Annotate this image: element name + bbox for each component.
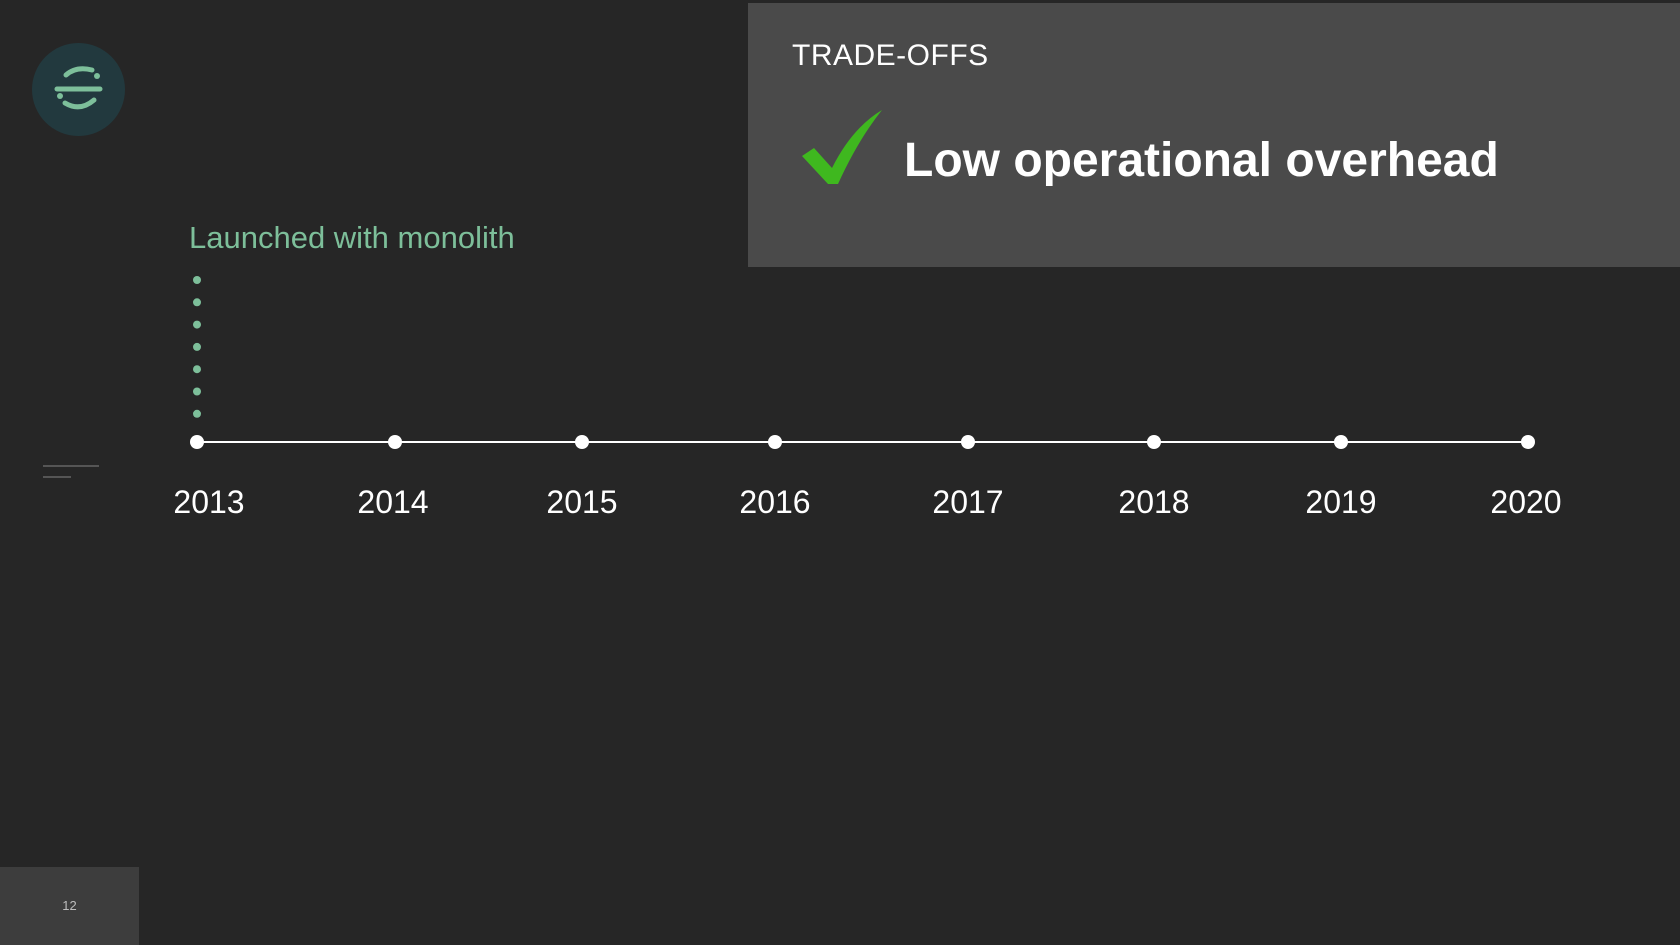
timeline-marker-2019 xyxy=(1334,435,1348,449)
page-number: 12 xyxy=(62,898,77,913)
brand-logo-icon xyxy=(32,43,125,136)
connector-dot xyxy=(193,342,201,351)
year-label-2019: 2019 xyxy=(1305,484,1377,520)
year-label-2018: 2018 xyxy=(1118,484,1190,520)
connector-dot xyxy=(193,365,201,374)
check-mark-icon xyxy=(800,106,886,193)
timeline-marker-2020 xyxy=(1521,435,1535,449)
connector-dot xyxy=(193,276,201,284)
connector-dot xyxy=(193,409,201,418)
connector-dot xyxy=(193,298,201,307)
year-label-2015: 2015 xyxy=(546,484,618,520)
timeline-marker-2015 xyxy=(575,435,589,449)
timeline-marker-2013 xyxy=(190,435,204,449)
year-label-2016: 2016 xyxy=(739,484,811,520)
page-number-box: 12 xyxy=(0,867,139,945)
connector-dot xyxy=(193,387,201,396)
timeline-annotation: Launched with monolith xyxy=(189,220,515,255)
timeline-marker-2017 xyxy=(961,435,975,449)
tradeoffs-callout: TRADE-OFFS Low operational overhead xyxy=(748,3,1680,267)
year-label-2020: 2020 xyxy=(1490,484,1562,520)
callout-text: Low operational overhead xyxy=(904,134,1499,187)
timeline-marker-2016 xyxy=(768,435,782,449)
timeline-marker-2018 xyxy=(1147,435,1161,449)
annotation-connector xyxy=(193,276,201,418)
connector-dot xyxy=(193,320,201,329)
timeline-marker-2014 xyxy=(388,435,402,449)
year-label-2017: 2017 xyxy=(932,484,1004,520)
year-label-2014: 2014 xyxy=(357,484,429,520)
callout-heading: TRADE-OFFS xyxy=(792,39,989,72)
slide-nav-lines xyxy=(43,464,103,489)
year-label-2013: 2013 xyxy=(173,484,245,520)
